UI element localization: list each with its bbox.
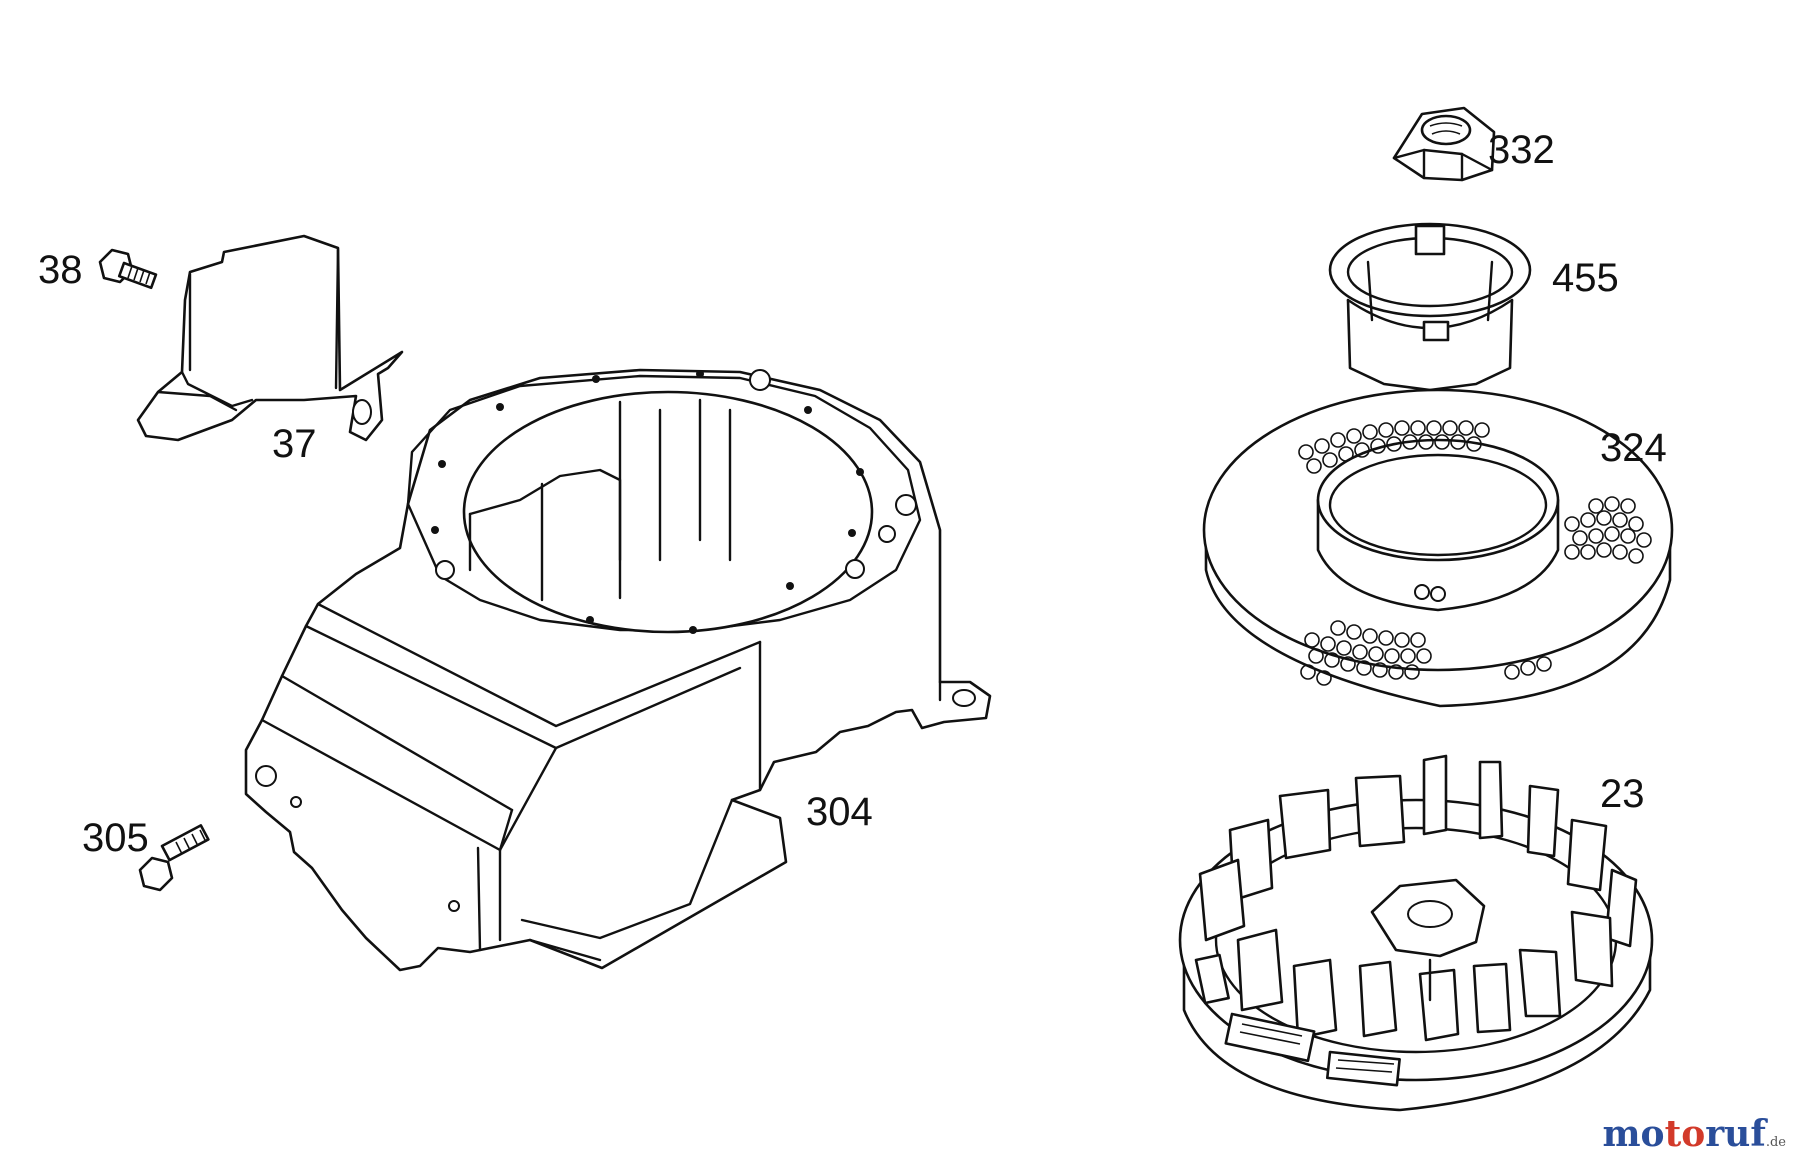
part-455-starter-cup <box>1328 222 1532 392</box>
screen-perforations-bottom <box>1300 620 1552 686</box>
label-part-332: 332 <box>1488 128 1555 172</box>
screen-perforations-top <box>1298 420 1490 474</box>
part-37-air-guide <box>136 234 404 442</box>
part-38-screw <box>98 248 158 290</box>
label-part-23: 23 <box>1600 772 1645 816</box>
watermark-logo: motoruf.de <box>1602 1113 1786 1155</box>
flange-bolt-holes <box>431 369 917 634</box>
label-part-324: 324 <box>1600 426 1667 470</box>
label-part-37: 37 <box>272 422 317 466</box>
part-332-nut <box>1392 106 1496 182</box>
label-part-455: 455 <box>1552 256 1619 300</box>
screen-perforations-right <box>1564 496 1652 564</box>
part-305-bolt <box>138 824 210 892</box>
part-23-flywheel <box>1178 754 1654 1112</box>
flywheel-fins <box>1198 754 1638 1042</box>
label-part-304: 304 <box>806 790 873 834</box>
part-304-blower-housing <box>244 368 992 972</box>
part-324-rotating-screen <box>1202 388 1674 708</box>
label-part-38: 38 <box>38 248 83 292</box>
label-part-305: 305 <box>82 816 149 860</box>
